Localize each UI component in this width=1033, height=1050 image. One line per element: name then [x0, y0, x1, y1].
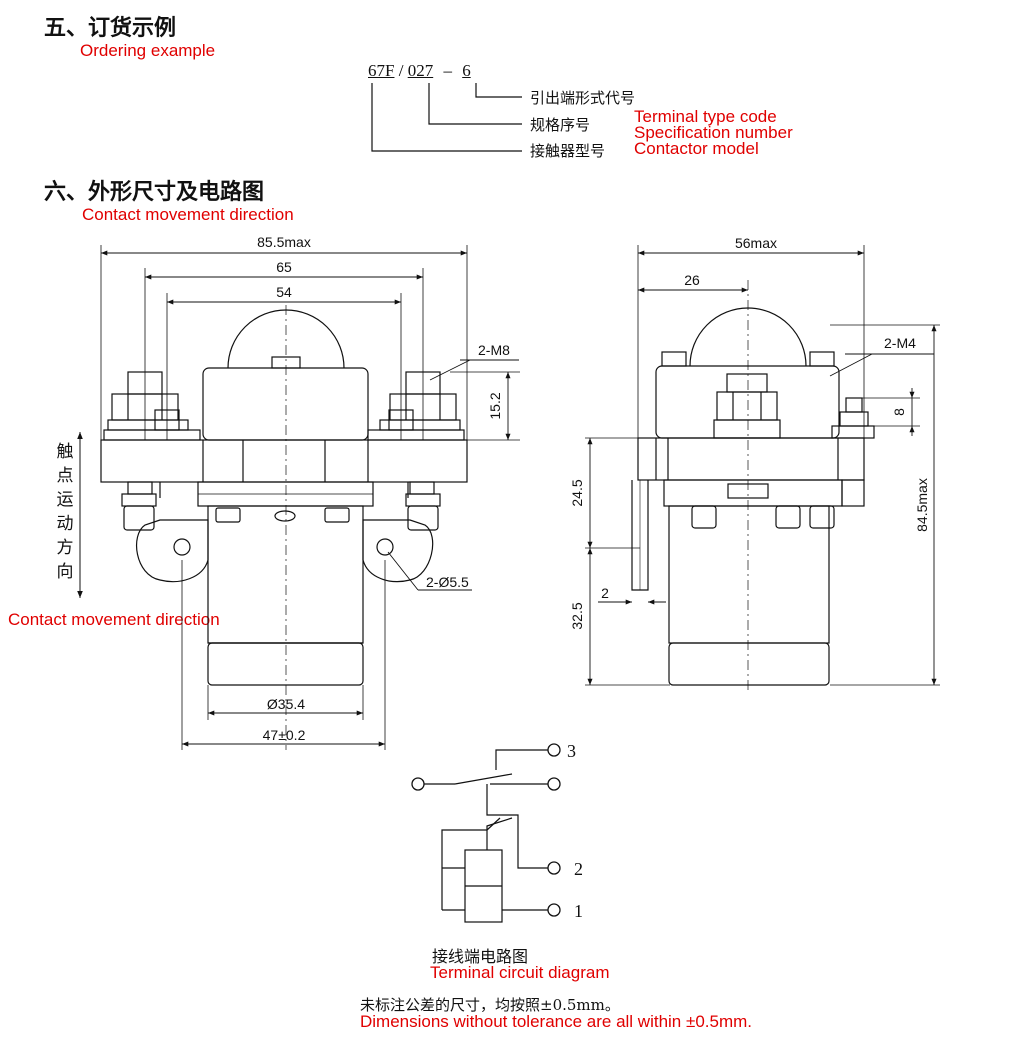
dim-84-5max: 84.5max	[914, 478, 930, 532]
dim-15-2: 15.2	[487, 392, 503, 419]
code-sep-1: /	[398, 61, 404, 80]
dim-2-m4: 2-M4	[884, 335, 916, 351]
terminal-2-label: 2	[574, 859, 583, 879]
terminal-3-label: 3	[567, 741, 576, 761]
side-view-drawing	[585, 245, 940, 690]
tolerance-note-en: Dimensions without tolerance are all wit…	[360, 1012, 752, 1031]
dim-85-5max: 85.5max	[257, 234, 311, 250]
terminal-3-circle	[547, 743, 561, 757]
code-model: 67F	[368, 61, 395, 80]
label-term-en: Terminal type code	[634, 107, 777, 126]
dim-d35-4: Ø35.4	[267, 696, 305, 712]
terminal-1-label: 1	[574, 901, 583, 921]
ordering-title-en: Ordering example	[80, 41, 216, 60]
side-label-en: Contact movement direction	[8, 610, 220, 629]
terminal-2-circle	[547, 861, 561, 875]
dim-24-5: 24.5	[569, 479, 585, 506]
terminal-right-circle	[547, 777, 561, 791]
dim-26: 26	[684, 272, 700, 288]
dim-65: 65	[276, 259, 292, 275]
dim-56max: 56max	[735, 235, 777, 251]
order-code: 67F / 027 – 6	[368, 61, 471, 81]
dimension-title-cn: 六、外形尺寸及电路图	[44, 179, 265, 205]
circuit-caption-cn: 接线端电路图	[432, 947, 529, 966]
label-term-cn: 引出端形式代号	[530, 89, 636, 107]
code-spec: 027	[407, 61, 434, 80]
tolerance-note-cn: 未标注公差的尺寸，均按照±0.5mm。	[360, 996, 620, 1014]
terminal-1-circle	[547, 903, 561, 917]
label-model-cn: 接触器型号	[530, 142, 606, 160]
dim-8: 8	[891, 408, 907, 416]
dimension-title-en: Contact movement direction	[82, 205, 294, 224]
dim-2: 2	[601, 585, 609, 601]
terminal-left-circle	[411, 777, 425, 791]
dim-54: 54	[276, 284, 292, 300]
dim-32-5: 32.5	[569, 602, 585, 629]
label-spec-cn: 规格序号	[530, 116, 591, 134]
ordering-title-cn: 五、订货示例	[44, 15, 177, 41]
circuit-caption-en: Terminal circuit diagram	[430, 963, 610, 982]
label-spec-en: Specification number	[634, 123, 793, 142]
dim-2-d5-5: 2-Ø5.5	[426, 574, 469, 590]
side-label-cn: 触点运动方向	[56, 442, 74, 582]
order-leader-lines	[371, 83, 522, 152]
code-sep-2: –	[443, 61, 452, 80]
dim-2-m8: 2-M8	[478, 342, 510, 358]
code-term: 6	[462, 61, 471, 80]
terminal-circuit-diagram	[424, 749, 548, 923]
dim-47: 47±0.2	[263, 727, 306, 743]
front-view-drawing	[77, 245, 520, 750]
label-model-en: Contactor model	[634, 139, 759, 158]
